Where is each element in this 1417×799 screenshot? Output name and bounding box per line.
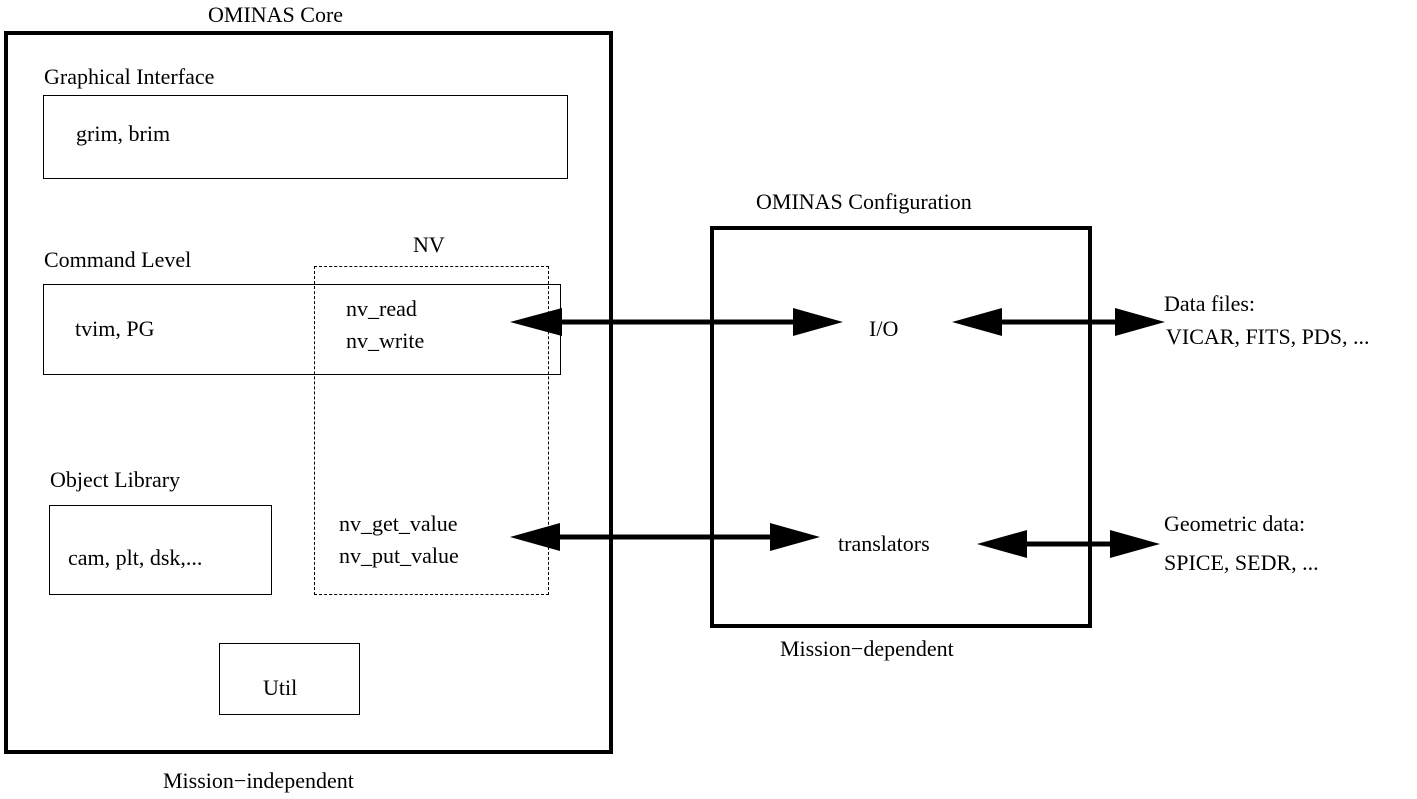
nv-get-value-label: nv_get_value <box>339 511 458 536</box>
nv-read-label: nv_read <box>346 296 417 321</box>
config-footer: Mission−dependent <box>780 636 954 661</box>
translators-geometric-arrow <box>977 530 1160 558</box>
core-box <box>4 31 613 754</box>
graphical-interface-content: grim, brim <box>76 121 171 146</box>
config-box <box>710 226 1092 628</box>
arrowhead-right-icon <box>1110 530 1160 558</box>
io-label: I/O <box>869 316 899 341</box>
nv-region <box>314 266 549 595</box>
arrowhead-left-icon <box>952 308 1002 336</box>
arrowhead-right-icon <box>1115 308 1165 336</box>
nv-write-label: nv_write <box>346 328 425 353</box>
object-library-content: cam, plt, dsk,... <box>68 545 203 570</box>
config-title: OMINAS Configuration <box>756 189 972 214</box>
geometric-data-sources: SPICE, SEDR, ... <box>1164 550 1319 575</box>
core-footer: Mission−independent <box>163 768 354 793</box>
util-label: Util <box>263 675 298 700</box>
data-files-formats: VICAR, FITS, PDS, ... <box>1166 324 1370 349</box>
nv-translators-arrow <box>510 523 820 551</box>
translators-label: translators <box>838 531 930 556</box>
arrowhead-left-icon <box>510 523 560 551</box>
data-files-label: Data files: <box>1164 291 1256 316</box>
util-box <box>219 643 360 715</box>
arrowhead-right-icon <box>770 523 820 551</box>
arrowhead-left-icon <box>510 308 562 336</box>
command-level-heading: Command Level <box>44 247 192 272</box>
command-level-content: tvim, PG <box>75 316 155 341</box>
io-datafiles-arrow <box>952 308 1165 336</box>
nv-io-arrow <box>510 308 843 336</box>
graphical-interface-box <box>43 95 568 179</box>
arrowhead-left-icon <box>977 530 1027 558</box>
graphical-interface-heading: Graphical Interface <box>44 64 215 89</box>
geometric-data-label: Geometric data: <box>1164 511 1306 536</box>
core-title: OMINAS Core <box>208 2 344 27</box>
arrowhead-right-icon <box>793 308 843 336</box>
nv-heading: NV <box>413 232 445 257</box>
object-library-box <box>49 505 272 595</box>
nv-put-value-label: nv_put_value <box>339 543 459 568</box>
object-library-heading: Object Library <box>50 467 181 492</box>
